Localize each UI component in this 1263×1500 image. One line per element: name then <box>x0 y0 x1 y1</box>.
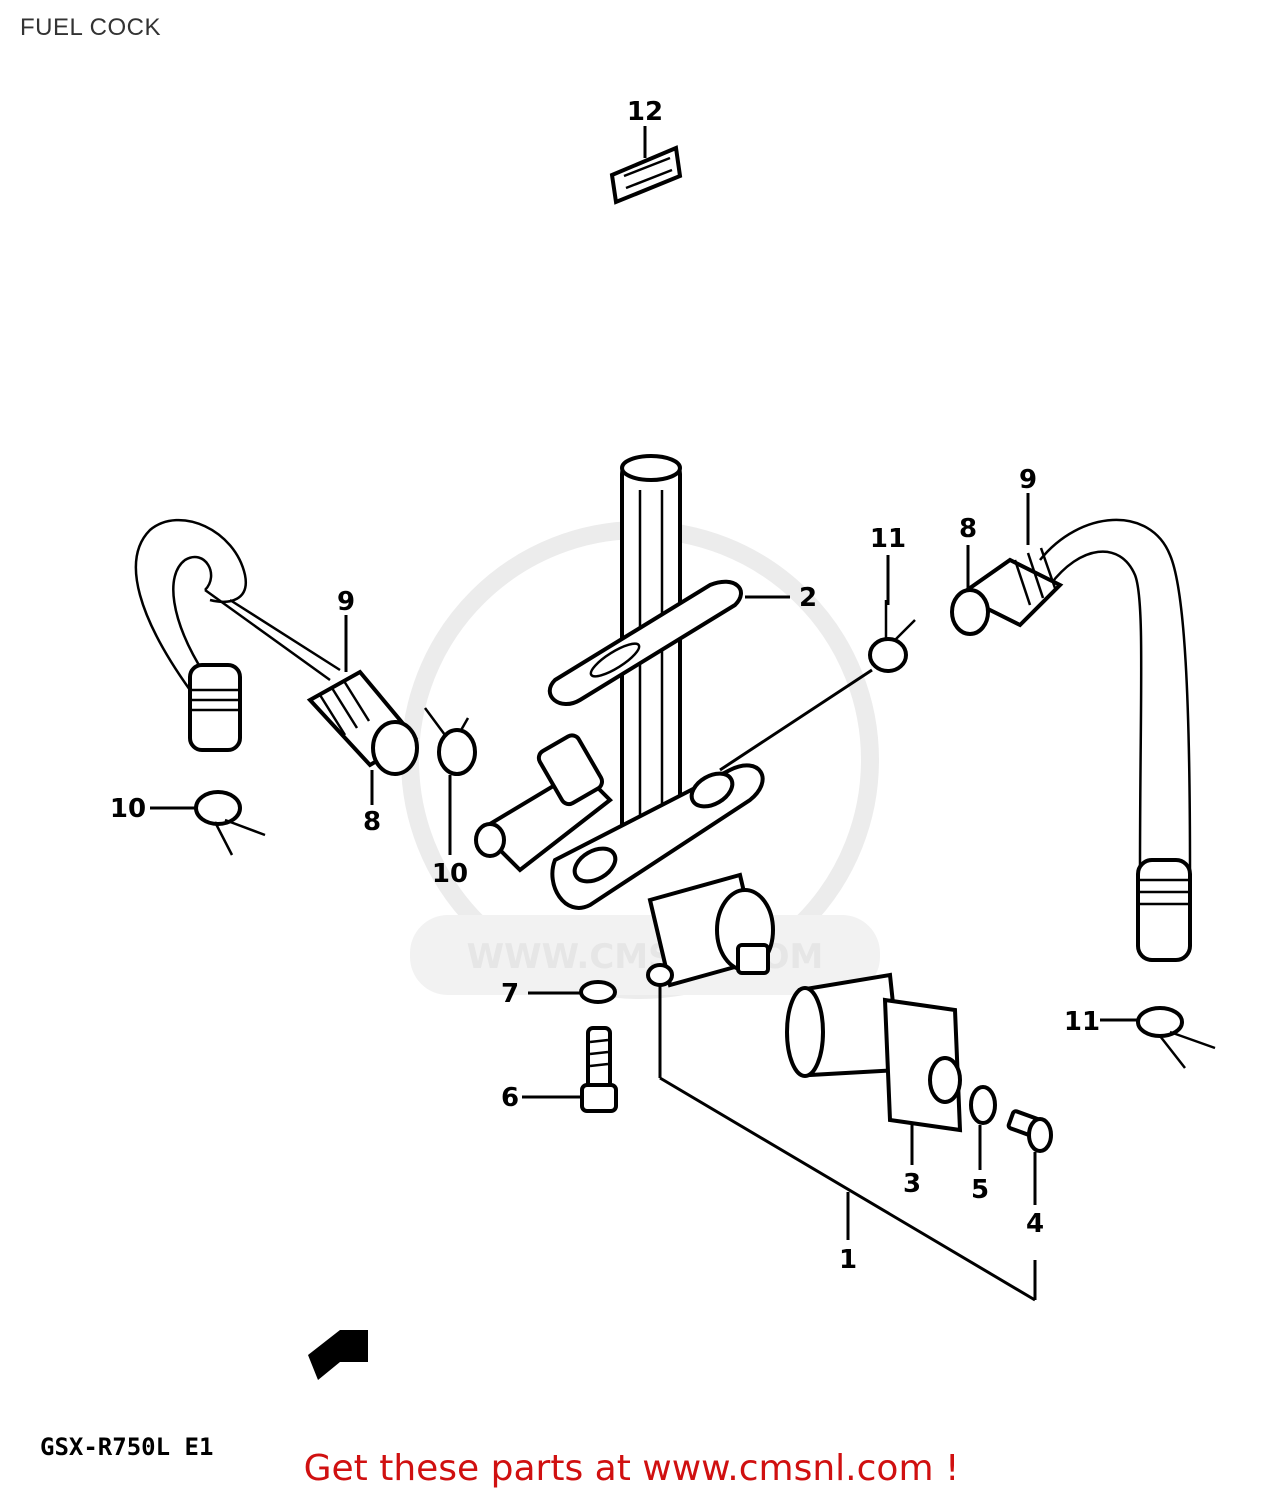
callout-3: 3 <box>903 1169 921 1199</box>
callout-10-lower: 10 <box>110 794 146 824</box>
callout-7: 7 <box>501 979 519 1009</box>
callout-11-upper: 11 <box>870 524 906 554</box>
callout-11-lower: 11 <box>1064 1007 1100 1037</box>
part-7-washer[interactable] <box>579 980 617 1004</box>
callout-12: 12 <box>627 97 663 127</box>
callout-8-left: 8 <box>363 807 381 837</box>
part-6-screw[interactable] <box>580 1026 618 1113</box>
page-title: FUEL COCK <box>20 14 161 41</box>
right-fuel-hose[interactable] <box>950 518 1192 962</box>
part-1-bracket <box>658 985 1037 1302</box>
leader-lines <box>150 493 1138 1205</box>
callout-6: 6 <box>501 1083 519 1113</box>
part-3-lever[interactable] <box>785 972 963 1133</box>
left-fuel-hose[interactable] <box>134 519 419 776</box>
callout-1: 1 <box>839 1245 857 1275</box>
part-12-label[interactable] <box>609 126 683 205</box>
callout-8-right: 8 <box>959 514 977 544</box>
part-5-washer[interactable] <box>969 1085 997 1125</box>
model-code: GSX-R750L E1 <box>40 1433 213 1461</box>
fuel-cock-body[interactable] <box>474 454 775 988</box>
callout-9-right: 9 <box>1019 465 1037 495</box>
callout-9-left: 9 <box>337 587 355 617</box>
callout-10-upper: 10 <box>432 859 468 889</box>
callout-labels: 12 2 9 8 10 10 11 8 9 11 7 6 3 5 4 1 <box>110 97 1100 1275</box>
part-10-clip-upper[interactable] <box>423 707 477 776</box>
callout-4: 4 <box>1026 1209 1044 1239</box>
part-11-clip-lower[interactable] <box>1136 1006 1216 1069</box>
front-arrow-icon <box>308 1330 368 1380</box>
part-4-screw[interactable] <box>1006 1109 1053 1153</box>
part-10-clip-lower[interactable] <box>194 790 266 856</box>
callout-2: 2 <box>799 583 817 613</box>
part-11-clip-upper[interactable] <box>719 600 916 772</box>
cta-link[interactable]: Get these parts at www.cmsnl.com ! <box>303 1448 960 1489</box>
callout-5: 5 <box>971 1175 989 1205</box>
